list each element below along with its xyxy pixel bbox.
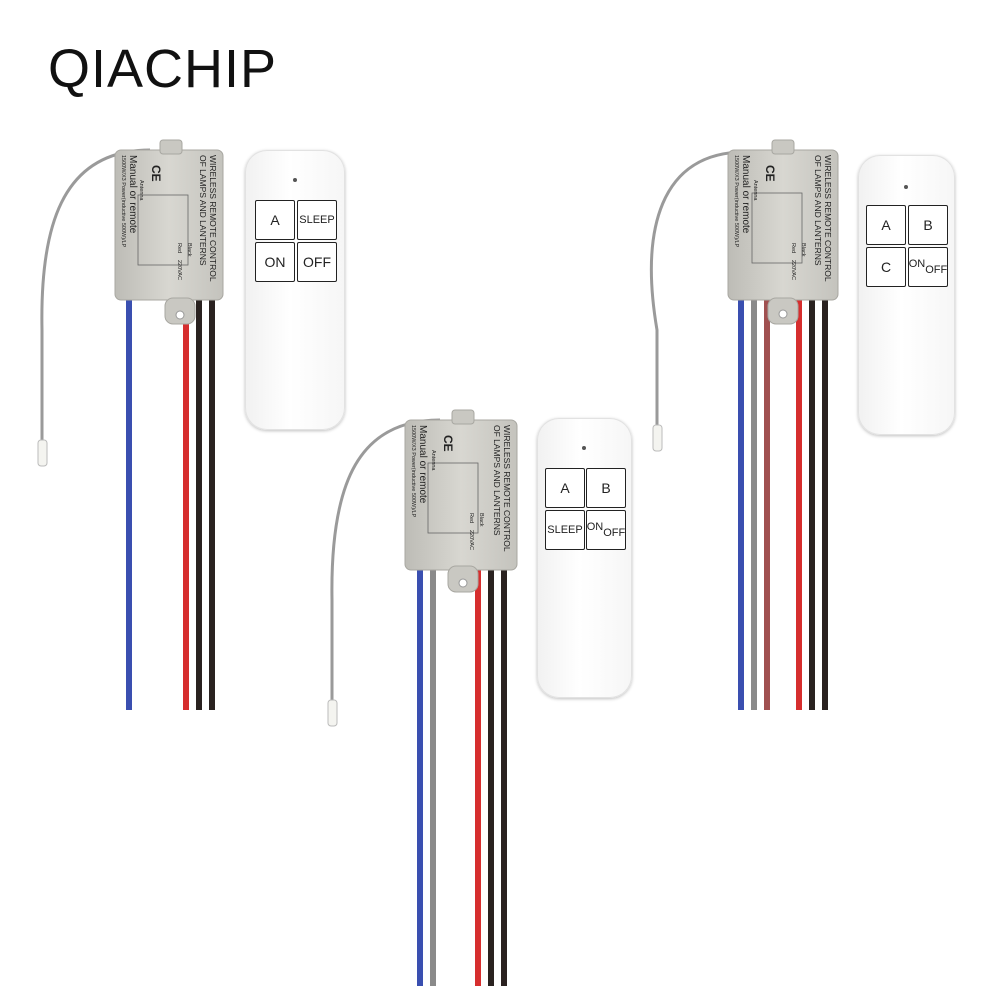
brand-logo-text: QIACHIP — [48, 39, 278, 99]
module-black-text: Black — [800, 243, 806, 257]
remote-left: A SLEEP ON OFF — [245, 150, 345, 430]
module-label-line1: WIRELESS REMOTE CONTROL — [208, 155, 218, 282]
module-label-right: WIRELESS REMOTE CONTROL OF LAMPS AND LAN… — [733, 155, 833, 282]
wires-left — [126, 300, 215, 710]
module-ce-mark: CE — [763, 165, 777, 182]
module-manual-text: Manual or remote — [127, 155, 138, 234]
remote-button-onoff[interactable]: ONOFF — [908, 247, 948, 287]
remote-button-on[interactable]: ON — [255, 242, 295, 282]
remote-button-a[interactable]: A — [545, 468, 585, 508]
wires-middle — [417, 568, 507, 986]
remote-button-onoff[interactable]: ONOFF — [586, 510, 626, 550]
antenna-wire-right — [650, 150, 746, 440]
onoff-label: ONOFF — [908, 257, 948, 276]
module-black-text: Black — [186, 243, 192, 257]
module-power-text: 1500W/X3 Power(inductive 500W)/LP — [410, 425, 416, 518]
remote-button-off[interactable]: OFF — [297, 242, 337, 282]
antenna-tip-right — [652, 424, 663, 452]
remote-led-indicator — [582, 446, 586, 450]
module-antenna-text: Antenna — [752, 180, 758, 201]
module-antenna-text: Antenna — [430, 450, 436, 471]
module-label-line2: OF LAMPS AND LANTERNS — [492, 425, 502, 536]
module-label-line1: WIRELESS REMOTE CONTROL — [823, 155, 833, 282]
antenna-tip-middle — [327, 699, 338, 727]
module-red-text: Red — [790, 243, 796, 253]
remote-button-a[interactable]: A — [866, 205, 906, 245]
remote-led-indicator — [293, 178, 297, 182]
remote-button-a[interactable]: A — [255, 200, 295, 240]
receiver-module-left — [114, 139, 224, 325]
module-label-line2: OF LAMPS AND LANTERNS — [813, 155, 823, 266]
remote-led-indicator — [904, 185, 908, 189]
wires-right — [738, 298, 828, 710]
remote-button-sleep[interactable]: SLEEP — [545, 510, 585, 550]
module-label-left: WIRELESS REMOTE CONTROL OF LAMPS AND LAN… — [120, 155, 218, 282]
module-voltage-text: 220VAC — [790, 260, 796, 280]
module-antenna-text: Antenna — [138, 180, 144, 201]
antenna-tip-left — [37, 439, 48, 467]
module-label-line2: OF LAMPS AND LANTERNS — [198, 155, 208, 266]
module-black-text: Black — [478, 513, 484, 527]
module-ce-mark: CE — [149, 165, 163, 182]
remote-button-sleep[interactable]: SLEEP — [297, 200, 337, 240]
module-manual-text: Manual or remote — [417, 425, 428, 504]
module-label-line1: WIRELESS REMOTE CONTROL — [502, 425, 512, 552]
remote-right: A B C ONOFF — [858, 155, 955, 435]
module-label-middle: WIRELESS REMOTE CONTROL OF LAMPS AND LAN… — [410, 425, 512, 552]
receiver-module-middle — [404, 409, 518, 593]
receiver-module-right — [727, 139, 839, 325]
module-ce-mark: CE — [441, 435, 455, 452]
module-voltage-text: 220VAC — [468, 530, 474, 550]
module-red-text: Red — [468, 513, 474, 523]
remote-middle: A B SLEEP ONOFF — [537, 418, 632, 698]
onoff-label: ONOFF — [586, 520, 626, 539]
module-power-text: 1500W/X3 Power(inductive 500W)/LP — [120, 155, 126, 248]
module-voltage-text: 220VAC — [176, 260, 182, 280]
remote-button-c[interactable]: C — [866, 247, 906, 287]
remote-button-b[interactable]: B — [908, 205, 948, 245]
module-manual-text: Manual or remote — [740, 155, 751, 234]
remote-button-b[interactable]: B — [586, 468, 626, 508]
module-red-text: Red — [176, 243, 182, 253]
module-power-text: 1500W/X3 Power(inductive 500W)/LP — [733, 155, 739, 248]
